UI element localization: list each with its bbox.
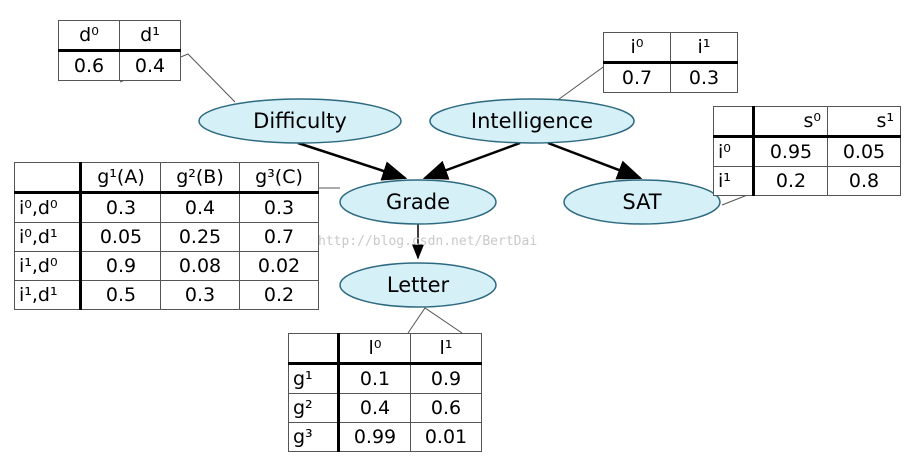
grade-header-g3: g³(C) — [239, 162, 319, 194]
node-sat-shape — [563, 179, 721, 225]
letter-row: g¹ 0.1 0.9 — [288, 363, 482, 394]
intelligence-value-i1: 0.3 — [670, 62, 738, 93]
grade-header-g1: g¹(A) — [80, 162, 161, 194]
letter-cell: 0.4 — [338, 393, 411, 423]
grade-cell: 0.25 — [160, 222, 240, 252]
edge-difficulty-grade — [297, 141, 408, 181]
grade-cell: 0.9 — [80, 251, 161, 281]
sat-header-s1: s¹ — [827, 106, 901, 138]
node-letter-label: Letter — [387, 273, 450, 297]
grade-cell: 0.5 — [80, 280, 161, 310]
letter-cell: 0.9 — [410, 363, 482, 394]
letter-row: g³ 0.99 0.01 — [288, 422, 482, 452]
grade-row-label: i¹,d¹ — [14, 280, 82, 310]
grade-row-label: i⁰,d⁰ — [14, 192, 82, 223]
sat-row: i⁰ 0.95 0.05 — [713, 136, 901, 167]
grade-cell: 0.3 — [80, 192, 161, 223]
node-intelligence-label: Intelligence — [471, 109, 593, 133]
difficulty-value-d1: 0.4 — [119, 50, 181, 81]
node-grade-label: Grade — [386, 190, 450, 214]
sat-row-label: i¹ — [713, 166, 755, 196]
sat-cell: 0.8 — [827, 166, 901, 196]
sat-cell: 0.2 — [753, 166, 828, 196]
node-sat-label: SAT — [622, 190, 661, 214]
node-difficulty-label: Difficulty — [253, 109, 347, 133]
letter-cell: 0.6 — [410, 393, 482, 423]
sat-cell: 0.05 — [827, 136, 901, 167]
watermark-text: http://blog.csdn.net/BertDai — [318, 234, 538, 249]
letter-row: g² 0.4 0.6 — [288, 393, 482, 423]
intelligence-cpt: i⁰ i¹ 0.7 0.3 — [603, 32, 738, 93]
callout-letter — [407, 307, 463, 334]
difficulty-cpt: d⁰ d¹ 0.6 0.4 — [58, 20, 181, 81]
letter-row-label: g¹ — [288, 363, 340, 394]
letter-row-label: g² — [288, 393, 340, 423]
letter-corner — [288, 333, 340, 365]
sat-row-label: i⁰ — [713, 136, 755, 167]
grade-header-g2: g²(B) — [160, 162, 240, 194]
sat-row: i¹ 0.2 0.8 — [713, 166, 901, 196]
letter-cell: 0.01 — [410, 422, 482, 452]
grade-row-label: i⁰,d¹ — [14, 222, 82, 252]
sat-header-s0: s⁰ — [753, 106, 828, 138]
difficulty-header-d1: d¹ — [119, 20, 181, 52]
node-intelligence[interactable]: Intelligence — [429, 98, 635, 144]
letter-cell: 0.1 — [338, 363, 411, 394]
node-grade-shape — [339, 179, 497, 225]
grade-cpt: g¹(A) g²(B) g³(C) i⁰,d⁰ 0.3 0.4 0.3 i⁰,d… — [14, 162, 319, 310]
difficulty-value-d0: 0.6 — [58, 50, 120, 81]
node-difficulty-shape — [198, 98, 402, 144]
grade-cell: 0.2 — [239, 280, 319, 310]
grade-row: i¹,d⁰ 0.9 0.08 0.02 — [14, 251, 319, 281]
grade-cell: 0.7 — [239, 222, 319, 252]
grade-cell: 0.3 — [239, 192, 319, 223]
difficulty-header-d0: d⁰ — [58, 20, 120, 52]
grade-row: i¹,d¹ 0.5 0.3 0.2 — [14, 280, 319, 310]
node-grade[interactable]: Grade — [339, 179, 497, 225]
grade-corner — [14, 162, 82, 194]
grade-cell: 0.08 — [160, 251, 240, 281]
letter-cell: 0.99 — [338, 422, 411, 452]
grade-row-label: i¹,d⁰ — [14, 251, 82, 281]
letter-row-label: g³ — [288, 422, 340, 452]
edge-intelligence-grade — [422, 141, 521, 180]
grade-cell: 0.3 — [160, 280, 240, 310]
node-sat[interactable]: SAT — [563, 179, 721, 225]
letter-header-l1: l¹ — [410, 333, 482, 365]
sat-cell: 0.95 — [753, 136, 828, 167]
sat-corner — [713, 106, 755, 138]
grade-cell: 0.05 — [80, 222, 161, 252]
grade-cell: 0.4 — [160, 192, 240, 223]
node-difficulty[interactable]: Difficulty — [198, 98, 402, 144]
node-intelligence-shape — [429, 98, 635, 144]
grade-row: i⁰,d⁰ 0.3 0.4 0.3 — [14, 192, 319, 223]
node-letter-shape — [339, 262, 497, 308]
grade-row: i⁰,d¹ 0.05 0.25 0.7 — [14, 222, 319, 252]
letter-header-l0: l⁰ — [338, 333, 411, 365]
sat-cpt: s⁰ s¹ i⁰ 0.95 0.05 i¹ 0.2 0.8 — [713, 106, 901, 196]
intelligence-header-i1: i¹ — [670, 32, 738, 64]
node-letter[interactable]: Letter — [339, 262, 497, 308]
grade-cell: 0.02 — [239, 251, 319, 281]
intelligence-value-i0: 0.7 — [603, 62, 671, 93]
edge-intelligence-sat — [547, 141, 643, 180]
letter-cpt: l⁰ l¹ g¹ 0.1 0.9 g² 0.4 0.6 g³ 0.99 0.01 — [288, 333, 482, 452]
intelligence-header-i0: i⁰ — [603, 32, 671, 64]
edges — [297, 141, 643, 260]
